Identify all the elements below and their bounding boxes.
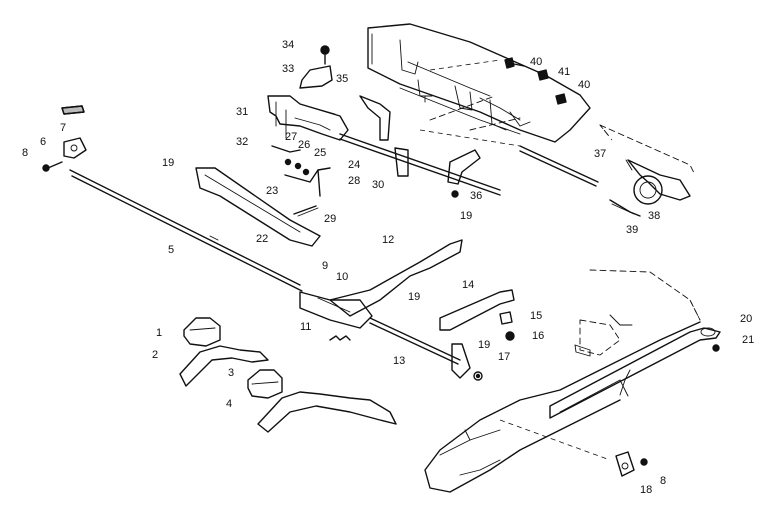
callout-label: 33 bbox=[282, 63, 294, 75]
callout-label: 4 bbox=[226, 398, 232, 410]
callout-label: 39 bbox=[626, 224, 638, 236]
arm-9 bbox=[299, 291, 373, 329]
cover-1 bbox=[183, 317, 221, 347]
callout-label: 9 bbox=[322, 260, 328, 272]
shaft-37 bbox=[519, 145, 599, 187]
callout-label: 11 bbox=[300, 321, 311, 333]
callout-label: 24 bbox=[348, 159, 360, 171]
cam-bracket-38 bbox=[625, 159, 691, 205]
callout-label: 25 bbox=[314, 147, 326, 159]
callout-label: 22 bbox=[256, 233, 268, 245]
callout-label: 17 bbox=[498, 351, 510, 363]
bracket-36 bbox=[447, 149, 481, 198]
washer-17 bbox=[473, 371, 483, 381]
screw-21 bbox=[712, 344, 720, 352]
block-15 bbox=[499, 311, 513, 325]
callout-label: 36 bbox=[470, 190, 482, 202]
callout-label: 19 bbox=[408, 291, 420, 303]
nut-16 bbox=[505, 331, 515, 341]
callout-label: 18 bbox=[640, 484, 652, 496]
callout-label: 19 bbox=[162, 157, 174, 169]
spring-39 bbox=[609, 199, 641, 217]
callout-label: 5 bbox=[168, 244, 174, 256]
shaft-13 bbox=[369, 317, 471, 379]
callout-label: 40 bbox=[530, 56, 542, 68]
main-bracket-31 bbox=[267, 95, 349, 141]
rear-frame-plate bbox=[367, 23, 591, 143]
callout-label: 35 bbox=[336, 73, 348, 85]
bracket-14 bbox=[439, 289, 515, 331]
assembly-leaders bbox=[419, 59, 701, 461]
lever-assembly-23 bbox=[271, 145, 331, 217]
shaft-30 bbox=[339, 133, 501, 196]
callout-label: 30 bbox=[372, 179, 384, 191]
callout-labels: 1234567889101112131415161718191919192021… bbox=[22, 39, 754, 496]
screw-8b bbox=[640, 458, 648, 466]
cover-3 bbox=[247, 369, 283, 399]
callout-label: 29 bbox=[324, 213, 336, 225]
callout-label: 14 bbox=[462, 279, 474, 291]
callout-label: 28 bbox=[348, 175, 360, 187]
callout-label: 41 bbox=[558, 66, 570, 78]
screw-40b bbox=[555, 93, 567, 105]
callout-label: 19 bbox=[460, 210, 472, 222]
shaft-5 bbox=[69, 169, 303, 292]
callout-label: 16 bbox=[532, 330, 544, 342]
clip-7 bbox=[61, 105, 85, 115]
lever-2 bbox=[179, 345, 269, 387]
callout-label: 32 bbox=[236, 136, 248, 148]
long-rail bbox=[549, 327, 721, 419]
callout-label: 8 bbox=[660, 475, 666, 487]
callout-label: 7 bbox=[60, 122, 66, 134]
callout-label: 34 bbox=[282, 39, 294, 51]
bracket-18 bbox=[615, 451, 635, 477]
callout-label: 37 bbox=[594, 148, 606, 160]
callout-label: 2 bbox=[152, 349, 158, 361]
callout-label: 15 bbox=[530, 310, 542, 322]
callout-label: 40 bbox=[578, 79, 590, 91]
callout-label: 21 bbox=[742, 334, 754, 346]
lever-12 bbox=[329, 239, 463, 317]
bracket-6 bbox=[63, 137, 87, 159]
bracket-35 bbox=[359, 95, 391, 141]
lever-4 bbox=[257, 391, 397, 433]
rail-22 bbox=[195, 167, 321, 247]
callout-label: 26 bbox=[298, 139, 310, 151]
callout-label: 1 bbox=[156, 327, 162, 339]
bracket-33 bbox=[299, 45, 333, 89]
callout-label: 13 bbox=[393, 355, 405, 367]
callout-label: 20 bbox=[740, 313, 752, 325]
spring-11 bbox=[329, 335, 351, 341]
callout-label: 38 bbox=[648, 210, 660, 222]
screw-40a bbox=[504, 57, 525, 69]
callout-label: 10 bbox=[336, 271, 348, 283]
callout-label: 27 bbox=[285, 131, 297, 143]
callout-label: 12 bbox=[382, 234, 394, 246]
nut-41 bbox=[537, 69, 549, 81]
callout-label: 6 bbox=[40, 136, 46, 148]
callout-label: 23 bbox=[266, 185, 278, 197]
callout-label: 19 bbox=[478, 339, 490, 351]
screw-8a bbox=[42, 161, 63, 172]
callout-label: 3 bbox=[228, 367, 234, 379]
callout-label: 31 bbox=[236, 106, 248, 118]
callout-label: 8 bbox=[22, 147, 28, 159]
